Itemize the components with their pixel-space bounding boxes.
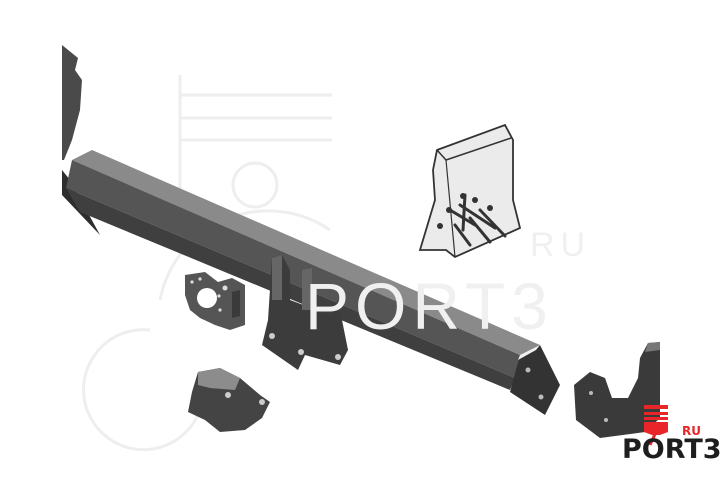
- logo-piston-icon: [644, 405, 668, 446]
- watermark-text: PORT3: [305, 269, 554, 343]
- brand-logo: PORT3 RU: [622, 404, 720, 465]
- ball-mount-block: [188, 368, 270, 432]
- cross-beam: [66, 150, 560, 415]
- logo-text: PORT3: [622, 434, 720, 465]
- hitch-mount: [262, 255, 348, 370]
- watermark-suffix: RU: [530, 226, 592, 264]
- right-bumper-bracket: [574, 342, 660, 438]
- socket-plate: [185, 272, 245, 330]
- logo-suffix: RU: [682, 424, 701, 438]
- hardware-bag: [418, 123, 522, 259]
- watermark-graphic: [82, 75, 332, 452]
